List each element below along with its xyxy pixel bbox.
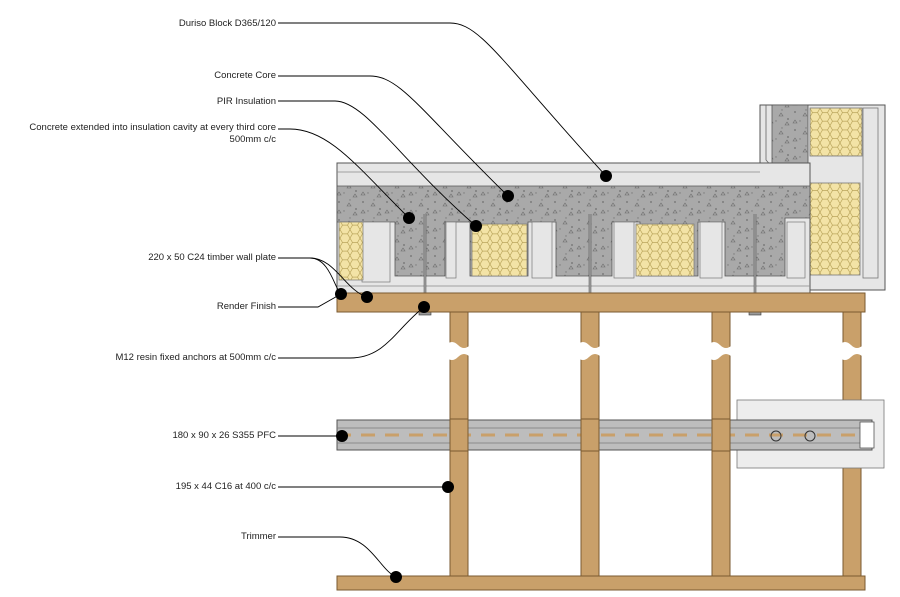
duriso-block-wall: [336, 162, 811, 316]
label-concrete-extended-line1: Concrete extended into insulation cavity…: [29, 122, 276, 133]
label-render-finish: Render Finish: [216, 301, 276, 312]
timber-wall-plate: [336, 292, 866, 313]
label-resin-anchors: M12 resin fixed anchors at 500mm c/c: [115, 352, 276, 363]
leader-dots: [335, 170, 612, 583]
label-concrete-core: Concrete Core: [214, 70, 276, 81]
label-timber-wall-plate: 220 x 50 C24 timber wall plate: [148, 252, 276, 263]
joists-front: [449, 418, 731, 452]
trimmer: [336, 575, 866, 591]
steel-pfc-beam: [336, 399, 885, 469]
label-pir-insulation: PIR Insulation: [216, 96, 276, 107]
label-concrete-extended-line2: 500mm c/c: [229, 134, 276, 145]
label-steel-pfc: 180 x 90 x 26 S355 PFC: [172, 430, 276, 441]
label-joists: 195 x 44 C16 at 400 c/c: [175, 481, 276, 492]
break-lines: [446, 342, 863, 360]
label-trimmer: Trimmer: [241, 531, 276, 542]
label-duriso-block: Duriso Block D365/120: [178, 18, 276, 29]
